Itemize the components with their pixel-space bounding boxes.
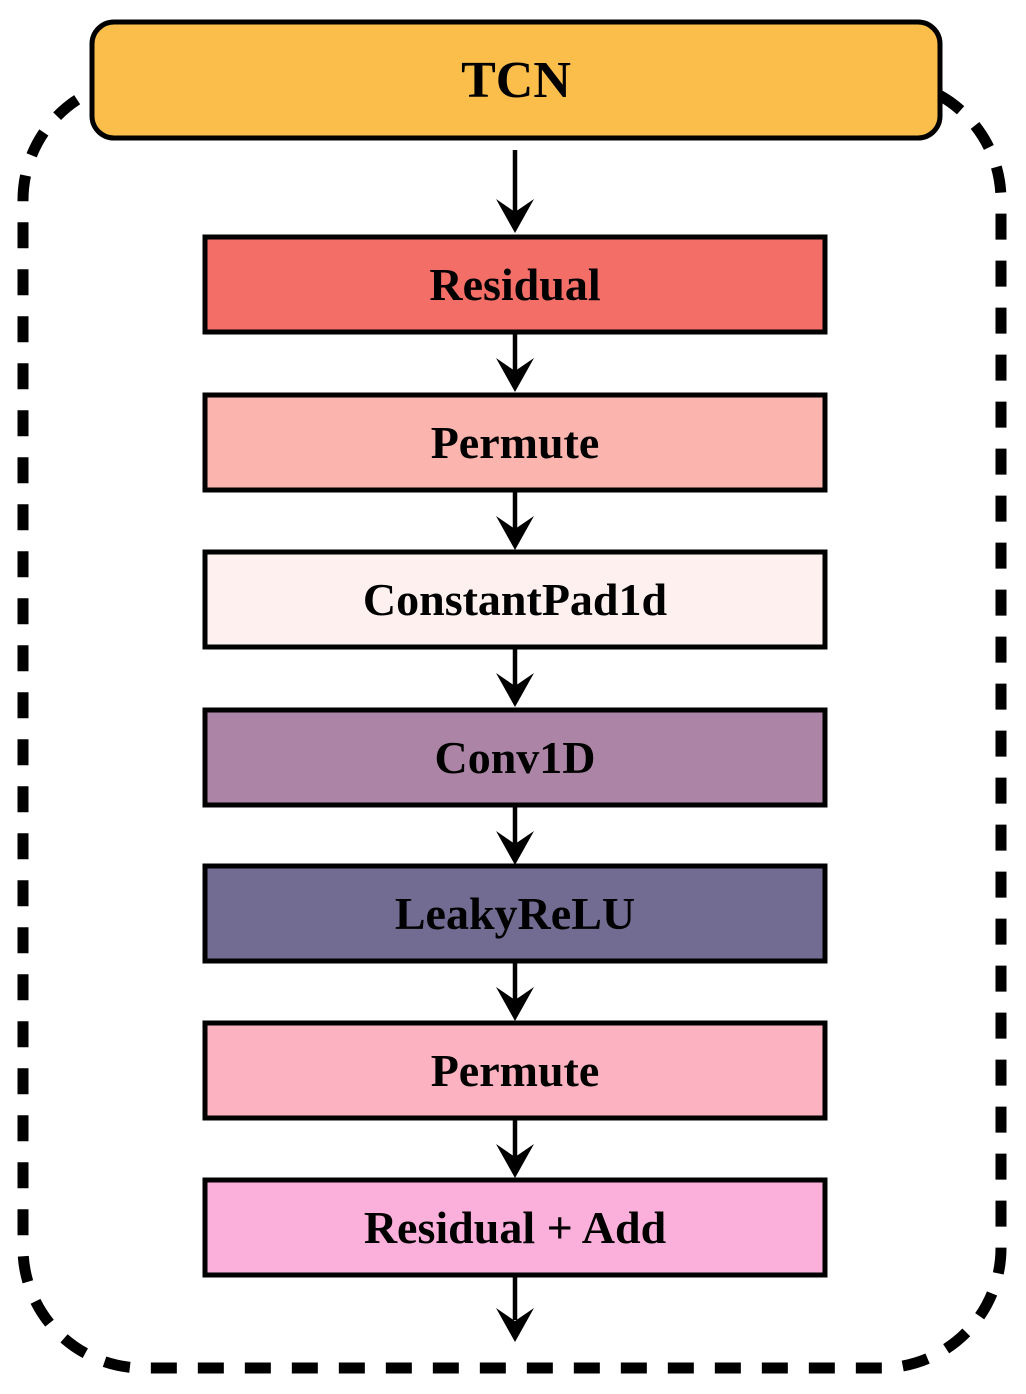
connector-permute-1-to-constantpad1d	[496, 490, 534, 550]
flow-label-residual-add: Residual + Add	[363, 1202, 667, 1253]
connector-permute-2-to-residual-add	[496, 1118, 534, 1178]
connector-tcn-to-residual	[496, 150, 534, 233]
header-box-tcn[interactable]	[89, 19, 943, 141]
flow-label-leakyrelu: LeakyReLU	[394, 888, 636, 939]
flow-box-residual-add[interactable]	[202, 1177, 828, 1278]
header-label-tcn: TCN	[461, 51, 571, 109]
connector-residual-add-to-output	[496, 1275, 534, 1342]
flow-label-permute-2: Permute	[430, 1045, 600, 1096]
connector-leakyrelu-to-permute-2	[496, 961, 534, 1021]
connector-conv1d-to-leakyrelu	[496, 805, 534, 865]
flow-label-conv1d: Conv1D	[434, 732, 596, 783]
connector-residual-to-permute-1	[496, 332, 534, 392]
flow-label-residual: Residual	[429, 259, 601, 310]
connector-constantpad1d-to-conv1d	[496, 647, 534, 707]
flow-label-permute-1: Permute	[430, 417, 600, 468]
flow-label-constantpad1d: ConstantPad1d	[362, 574, 668, 625]
flow-box-residual[interactable]	[202, 234, 828, 335]
flow-box-constantpad1d[interactable]	[202, 549, 828, 650]
